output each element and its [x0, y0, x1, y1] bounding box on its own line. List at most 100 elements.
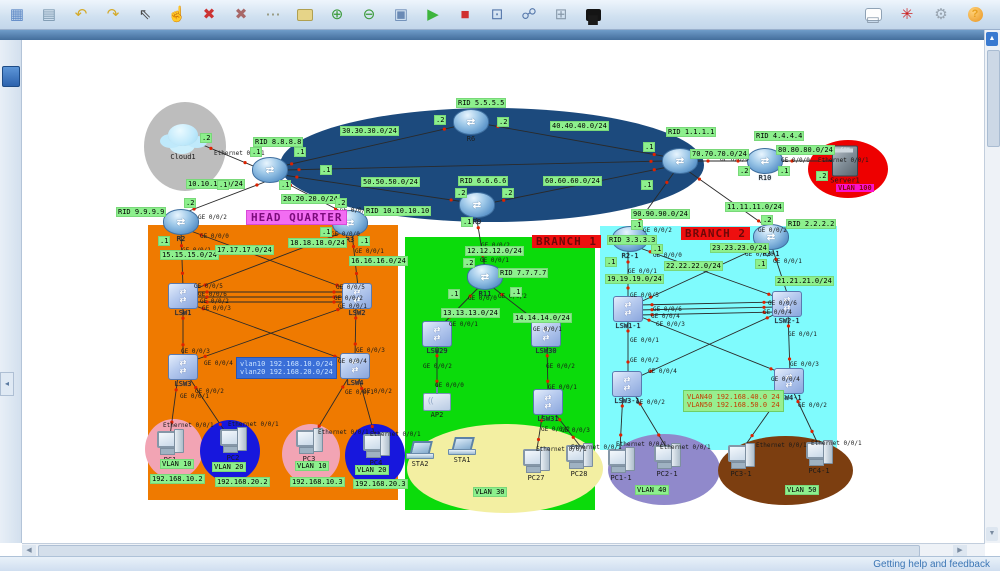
interface-label: GE 0/0/0 [781, 157, 810, 164]
interface-label: GE 0/0/1 [345, 389, 374, 396]
scroll-down-arrow[interactable]: ▼ [986, 527, 998, 541]
pc1-1[interactable]: PC1-1 [606, 447, 636, 482]
lsw2-label: LSW2 [348, 309, 366, 317]
interface-label: GE 0/0/5 [194, 283, 223, 290]
interface-label: GE 0/0/4 [648, 368, 677, 375]
pc3[interactable]: PC3 [294, 428, 324, 463]
sta2[interactable]: STA2 [406, 441, 434, 468]
pc4[interactable]: PC4 [361, 432, 391, 467]
lsw31[interactable]: ⇄⇄LSW31 [533, 389, 563, 423]
subnet-label: VLAN 10 [160, 459, 194, 469]
router-rid-8888[interactable]: ⇄ [252, 157, 288, 183]
stop-icon[interactable]: ■ [454, 4, 476, 26]
router-r10-label: R10 [758, 174, 772, 182]
feedback-icon[interactable]: ▭ [862, 4, 884, 28]
lsw1[interactable]: ⇄⇄LSW1 [168, 283, 198, 317]
router-r3-label: R3 [345, 236, 355, 244]
lsw3[interactable]: ⇄⇄LSW3 [168, 354, 198, 388]
interface-label: GE 0/0/0 [468, 295, 497, 302]
pc-base [526, 466, 541, 473]
pc2-1[interactable]: PC2-1 [652, 443, 682, 478]
ap2[interactable]: AP2 [423, 387, 451, 419]
undo-icon[interactable]: ↶ [70, 4, 92, 26]
interface-label: GE 0/0/2 [481, 242, 510, 250]
lsw2-1[interactable]: ⇄⇄LSW2-1 [772, 291, 802, 325]
subnet-label: 17.17.17.0/24 [215, 245, 274, 255]
start-icon[interactable]: ▶ [422, 4, 444, 26]
delete-config-icon[interactable]: ✖ [230, 4, 252, 26]
left-panel-collapse-arrow[interactable]: ◂ [0, 372, 14, 396]
save-icon[interactable]: ▦ [6, 4, 28, 26]
pc4-1[interactable]: PC4-1 [804, 440, 834, 475]
grid-icon[interactable]: ⊞ [550, 4, 572, 26]
pc2[interactable]: PC2 [218, 427, 248, 462]
data-capture-icon[interactable]: ⊡ [486, 4, 508, 26]
pc27[interactable]: PC27 [521, 447, 551, 482]
scroll-left-arrow[interactable]: ◀ [22, 545, 36, 556]
pc-base [569, 462, 584, 469]
sta1[interactable]: STA1 [448, 437, 476, 464]
fit-view-icon[interactable]: ▣ [390, 4, 412, 26]
interface-label: Ethernet 0/0/1 [818, 157, 869, 164]
topology-link-icon[interactable]: ☍ [518, 4, 540, 26]
redo-icon[interactable]: ↷ [102, 4, 124, 26]
subnet-label: 90.90.90.0/24 [631, 209, 690, 219]
router-r6[interactable]: ⇄R6 [453, 109, 489, 143]
pc-base [657, 462, 672, 469]
subnet-label: 11.11.11.0/24 [725, 202, 784, 212]
addr-octet-label: .1 [294, 147, 307, 157]
cloud1[interactable]: Cloud1 [158, 124, 208, 161]
zone-title-label: BRANCH 2 [681, 227, 750, 240]
lsw4[interactable]: ⇄⇄LSW4 [340, 353, 370, 387]
interface-label: GE 0/0/5 [336, 284, 365, 291]
status-help-link[interactable]: Getting help and feedback [873, 558, 990, 570]
zone-title-label: BRANCH 1 [532, 235, 601, 248]
zoom-out-icon[interactable]: ⊖ [358, 4, 380, 26]
switch-arrows: ⇄ [783, 295, 791, 304]
pc-base [299, 447, 314, 454]
scroll-right-arrow[interactable]: ▶ [953, 545, 967, 556]
lsw3-1[interactable]: ⇄⇄LSW3-1 [612, 371, 642, 405]
palette-note-icon[interactable]: ▬ [294, 4, 316, 26]
subnet-label: RID 4.4.4.4 [754, 131, 805, 141]
snapshot-icon[interactable]: ◼ [582, 4, 604, 28]
interface-label: GE 0/0/1 [630, 337, 659, 344]
zoom-in-icon[interactable]: ⊕ [326, 4, 348, 26]
grid-glyph: ⊞ [554, 5, 568, 23]
subnet-label: 70.70.70.0/24 [690, 149, 749, 159]
lsw29[interactable]: ⇄⇄LSW29 [422, 321, 452, 355]
left-panel-button[interactable] [2, 66, 20, 87]
interface-label: GE 0/0/1 [548, 384, 577, 391]
addr-octet-label: .2 [738, 166, 751, 176]
addr-octet-label: .1 [320, 165, 333, 175]
lsw1-1[interactable]: ⇄⇄LSW1-1 [613, 296, 643, 330]
huawei-logo-icon[interactable]: ✳ [896, 4, 918, 26]
interface-label: Ethernet 0/0/1 [660, 444, 711, 451]
pc3-1[interactable]: PC3-1 [726, 443, 756, 478]
print-icon[interactable]: ▤ [38, 4, 60, 26]
select-cursor-icon[interactable]: ⇖ [134, 4, 156, 26]
help-icon[interactable]: ? [964, 4, 986, 26]
delete-icon[interactable]: ✖ [198, 4, 220, 26]
addr-octet-label: .2 [816, 171, 829, 181]
text-comment-icon[interactable]: ⋯ [262, 4, 284, 26]
scroll-up-arrow[interactable]: ▲ [986, 32, 998, 46]
pc1[interactable]: PC1 [155, 429, 185, 464]
pc28[interactable]: PC28 [564, 443, 594, 478]
router-r2-label: R2 [176, 235, 186, 243]
pc-base [809, 459, 824, 466]
horizontal-scrollbar[interactable]: ◀ ▶ [22, 543, 985, 557]
pan-hand-icon[interactable]: ☝ [166, 4, 188, 26]
subnet-label: VLAN 40 [635, 485, 669, 495]
settings-gear-icon[interactable]: ⚙ [930, 4, 952, 26]
lsw2[interactable]: ⇄⇄LSW2 [342, 283, 372, 317]
switch-arrows: ⇄ [353, 287, 361, 296]
router-r11-label: R11 [478, 290, 492, 298]
router-r2[interactable]: ⇄R2 [163, 209, 199, 243]
lsw4-1[interactable]: ⇄⇄LSW4-1 [774, 368, 804, 402]
delete-config-glyph: ✖ [234, 5, 248, 23]
lsw30[interactable]: ⇄⇄LSW30 [531, 321, 561, 355]
switch-arrows: ⇄ [623, 383, 631, 392]
